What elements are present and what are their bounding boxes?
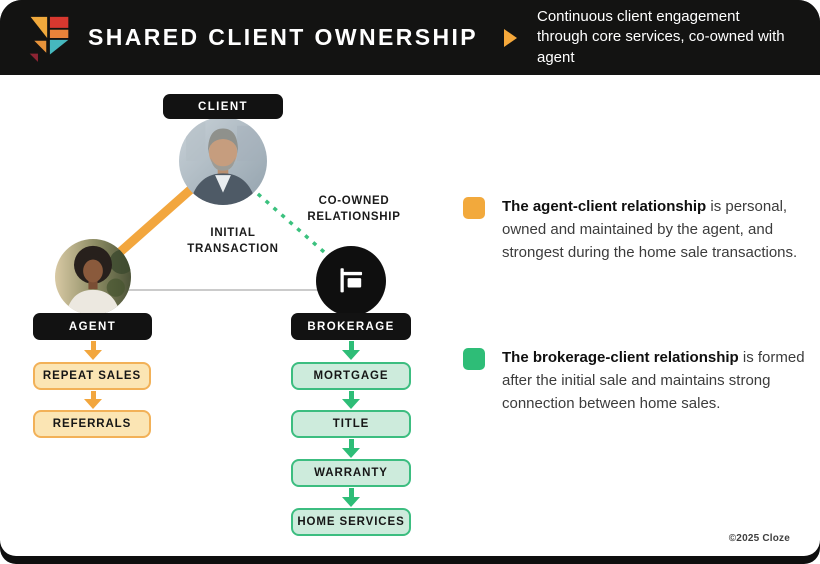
cloze-logo-icon [29, 16, 69, 62]
agent-note-rest: is personal, owned and maintained by the… [502, 198, 798, 261]
agent-label-text: AGENT [68, 320, 117, 333]
down-arrow-icon [342, 488, 360, 507]
agent-note-text: The agent-client relationship is persona… [502, 196, 814, 264]
down-arrow-icon [342, 439, 360, 458]
down-arrow-icon [342, 341, 360, 360]
down-arrow-icon [84, 341, 102, 360]
client-label-text: CLIENT [198, 100, 248, 113]
client-avatar [179, 117, 267, 205]
agent-note-bold: The agent-client relationship [502, 198, 707, 215]
copyright-text: ©2025 Cloze [728, 533, 790, 544]
for-sale-sign-icon [340, 268, 363, 293]
title-box: TITLE [291, 410, 411, 438]
warranty-box: WARRANTY [291, 459, 411, 487]
brokerage-label-text: BROKERAGE [307, 320, 395, 333]
right-triangle-icon [504, 28, 517, 47]
repeat-sales-box: REPEAT SALES [33, 362, 151, 390]
agent-note: The agent-client relationship is persona… [463, 196, 814, 264]
brokerage-note: The brokerage-client relationship is for… [463, 347, 814, 415]
brokerage-note-bold: The brokerage-client relationship [502, 349, 739, 366]
brokerage-circle [316, 246, 386, 316]
header-tagline: Continuous client engagement through cor… [537, 8, 785, 66]
brokerage-note-bullet [463, 348, 485, 370]
agent-note-bullet [463, 197, 485, 219]
co-owned-relationship-label: CO-OWNED RELATIONSHIP [307, 195, 401, 224]
header-bar: SHARED CLIENT OWNERSHIP Continuous clien… [0, 0, 820, 75]
client-node-label: CLIENT [163, 94, 283, 119]
brokerage-note-rest: is formed after the initial sale and mai… [502, 349, 805, 412]
agent-avatar [55, 239, 131, 315]
diagram-area: CLIENT INITIAL TRANSACTION [0, 75, 820, 556]
page-title: SHARED CLIENT OWNERSHIP [88, 24, 478, 50]
agent-node-label: AGENT [33, 313, 152, 340]
referrals-box: REFERRALS [33, 410, 151, 438]
home-services-box: HOME SERVICES [291, 508, 411, 536]
down-arrow-icon [342, 391, 360, 409]
initial-transaction-label: INITIAL TRANSACTION [187, 227, 279, 256]
brokerage-note-text: The brokerage-client relationship is for… [502, 347, 814, 415]
brokerage-node-label: BROKERAGE [291, 313, 411, 340]
mortgage-box: MORTGAGE [291, 362, 411, 390]
down-arrow-icon [84, 391, 102, 409]
